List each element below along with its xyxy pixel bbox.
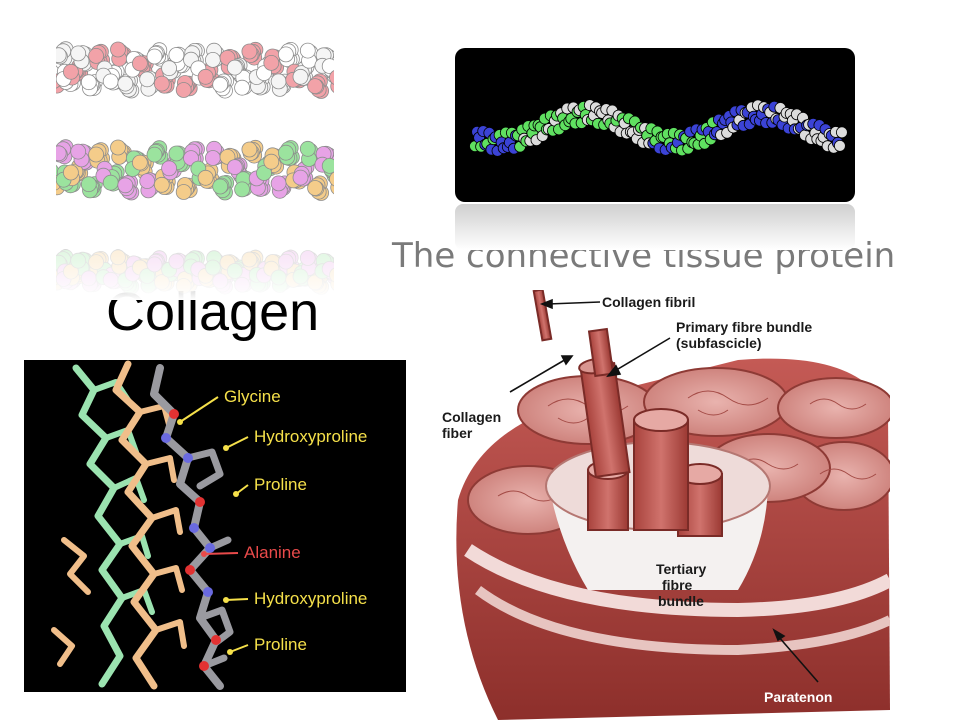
atom-sphere xyxy=(307,180,324,196)
atom-sphere xyxy=(299,42,316,59)
label-tertiary-line1: Tertiary xyxy=(656,561,707,577)
atom-sphere xyxy=(117,75,134,92)
atom-sphere xyxy=(88,48,104,64)
residue-label: Hydroxyproline xyxy=(254,427,367,446)
atom-sphere xyxy=(277,144,294,161)
residue-arrow-head xyxy=(223,597,229,603)
atom-sphere xyxy=(161,160,177,177)
residue-arrow-line xyxy=(203,552,239,555)
atom-sphere xyxy=(329,171,334,187)
atom-sphere xyxy=(277,46,294,63)
collagen-helix-spacefill-image xyxy=(56,41,334,300)
atom-sphere xyxy=(197,169,214,186)
atom-sphere xyxy=(204,150,221,166)
ball-chain-atoms xyxy=(469,99,848,157)
atom-sphere xyxy=(226,59,243,76)
atom-sphere xyxy=(146,146,163,163)
residue-arrow-line xyxy=(225,436,249,449)
atom-sphere xyxy=(153,75,170,92)
atom-sphere xyxy=(56,145,67,162)
atom-sphere xyxy=(168,47,185,63)
atom-sphere xyxy=(117,177,134,194)
label-collagen-fiber-line1: Collagen xyxy=(442,409,501,425)
atom-sphere xyxy=(226,159,243,176)
atom-sphere xyxy=(321,58,334,74)
atom-sphere xyxy=(161,60,177,77)
atom-sphere xyxy=(70,45,87,62)
atom-sphere xyxy=(270,175,287,192)
label-paratenon: Paratenon xyxy=(764,689,832,705)
atom-sphere xyxy=(234,79,251,96)
residue-label: Hydroxyproline xyxy=(254,589,367,608)
atom-sphere xyxy=(80,176,97,193)
atom-sphere xyxy=(197,68,214,85)
label-tertiary-line3: bundle xyxy=(658,593,704,609)
collagen-ball-model-image xyxy=(455,48,855,250)
residue-arrow-head xyxy=(201,551,207,557)
atom-sphere xyxy=(204,52,221,68)
residue-arrow-head xyxy=(177,419,183,425)
atom-sphere xyxy=(62,63,79,80)
atom-sphere xyxy=(212,178,229,195)
atom-sphere xyxy=(292,68,309,85)
helix-white-pink-strand xyxy=(56,41,334,99)
atom-sphere xyxy=(139,173,156,190)
atom-sphere xyxy=(307,78,324,94)
label-primary-bundle-line2: (subfascicle) xyxy=(676,335,762,351)
atom-sphere xyxy=(110,41,126,58)
atom-sphere xyxy=(263,55,280,71)
residue-label: Proline xyxy=(254,475,307,494)
collagen-stick-model-image: GlycineHydroxyprolineProlineAlanineHydro… xyxy=(24,360,406,692)
atom-sphere xyxy=(833,140,846,152)
label-tertiary-line2: fibre xyxy=(662,577,693,593)
atom-sphere xyxy=(321,158,334,174)
label-collagen-fiber-line2: fiber xyxy=(442,425,473,441)
atom-sphere xyxy=(62,164,79,181)
atom-sphere xyxy=(132,154,148,171)
label-primary-bundle-line1: Primary fibre bundle xyxy=(676,319,812,335)
residue-arrow-line xyxy=(229,644,249,653)
atom-sphere xyxy=(146,48,163,65)
atom-sphere xyxy=(175,184,192,200)
atom-sphere xyxy=(139,71,156,88)
atom-sphere xyxy=(292,169,309,186)
atom-sphere xyxy=(241,141,258,158)
label-collagen-fibril: Collagen fibril xyxy=(602,294,695,310)
atom-sphere xyxy=(234,181,251,198)
residue-arrow-head xyxy=(227,649,233,655)
atom-sphere xyxy=(88,146,104,163)
tendon-label-group: Collagen fibril Primary fibre bundle (su… xyxy=(442,294,832,705)
atom-sphere xyxy=(132,55,148,72)
atom-sphere xyxy=(329,70,334,85)
atom-sphere xyxy=(212,76,229,93)
residue-arrow-line xyxy=(179,396,219,423)
atom-sphere xyxy=(168,145,185,162)
residue-arrow-line xyxy=(225,598,249,601)
residue-label: Proline xyxy=(254,635,307,654)
atom-sphere xyxy=(256,165,272,181)
atom-sphere xyxy=(299,140,316,157)
atom-sphere xyxy=(70,143,87,160)
atom-sphere xyxy=(56,47,67,64)
residue-arrow-head xyxy=(223,445,229,451)
residue-label-group: GlycineHydroxyprolineProlineAlanineHydro… xyxy=(177,387,367,655)
atom-sphere xyxy=(80,74,97,91)
atom-sphere xyxy=(270,73,287,90)
atom-sphere xyxy=(102,73,119,90)
tendon-structure-image: Collagen fibril Primary fibre bundle (su… xyxy=(442,290,890,720)
residue-arrow-head xyxy=(233,491,239,497)
atom-sphere xyxy=(153,176,170,193)
atom-sphere xyxy=(241,43,258,60)
atom-sphere xyxy=(835,126,848,139)
atom-sphere xyxy=(102,174,119,191)
residue-label: Glycine xyxy=(224,387,281,406)
atom-sphere xyxy=(175,82,192,98)
atom-sphere xyxy=(263,153,280,170)
helix-colored-strand xyxy=(56,139,334,201)
residue-label: Alanine xyxy=(244,543,301,562)
atom-sphere xyxy=(110,139,126,156)
